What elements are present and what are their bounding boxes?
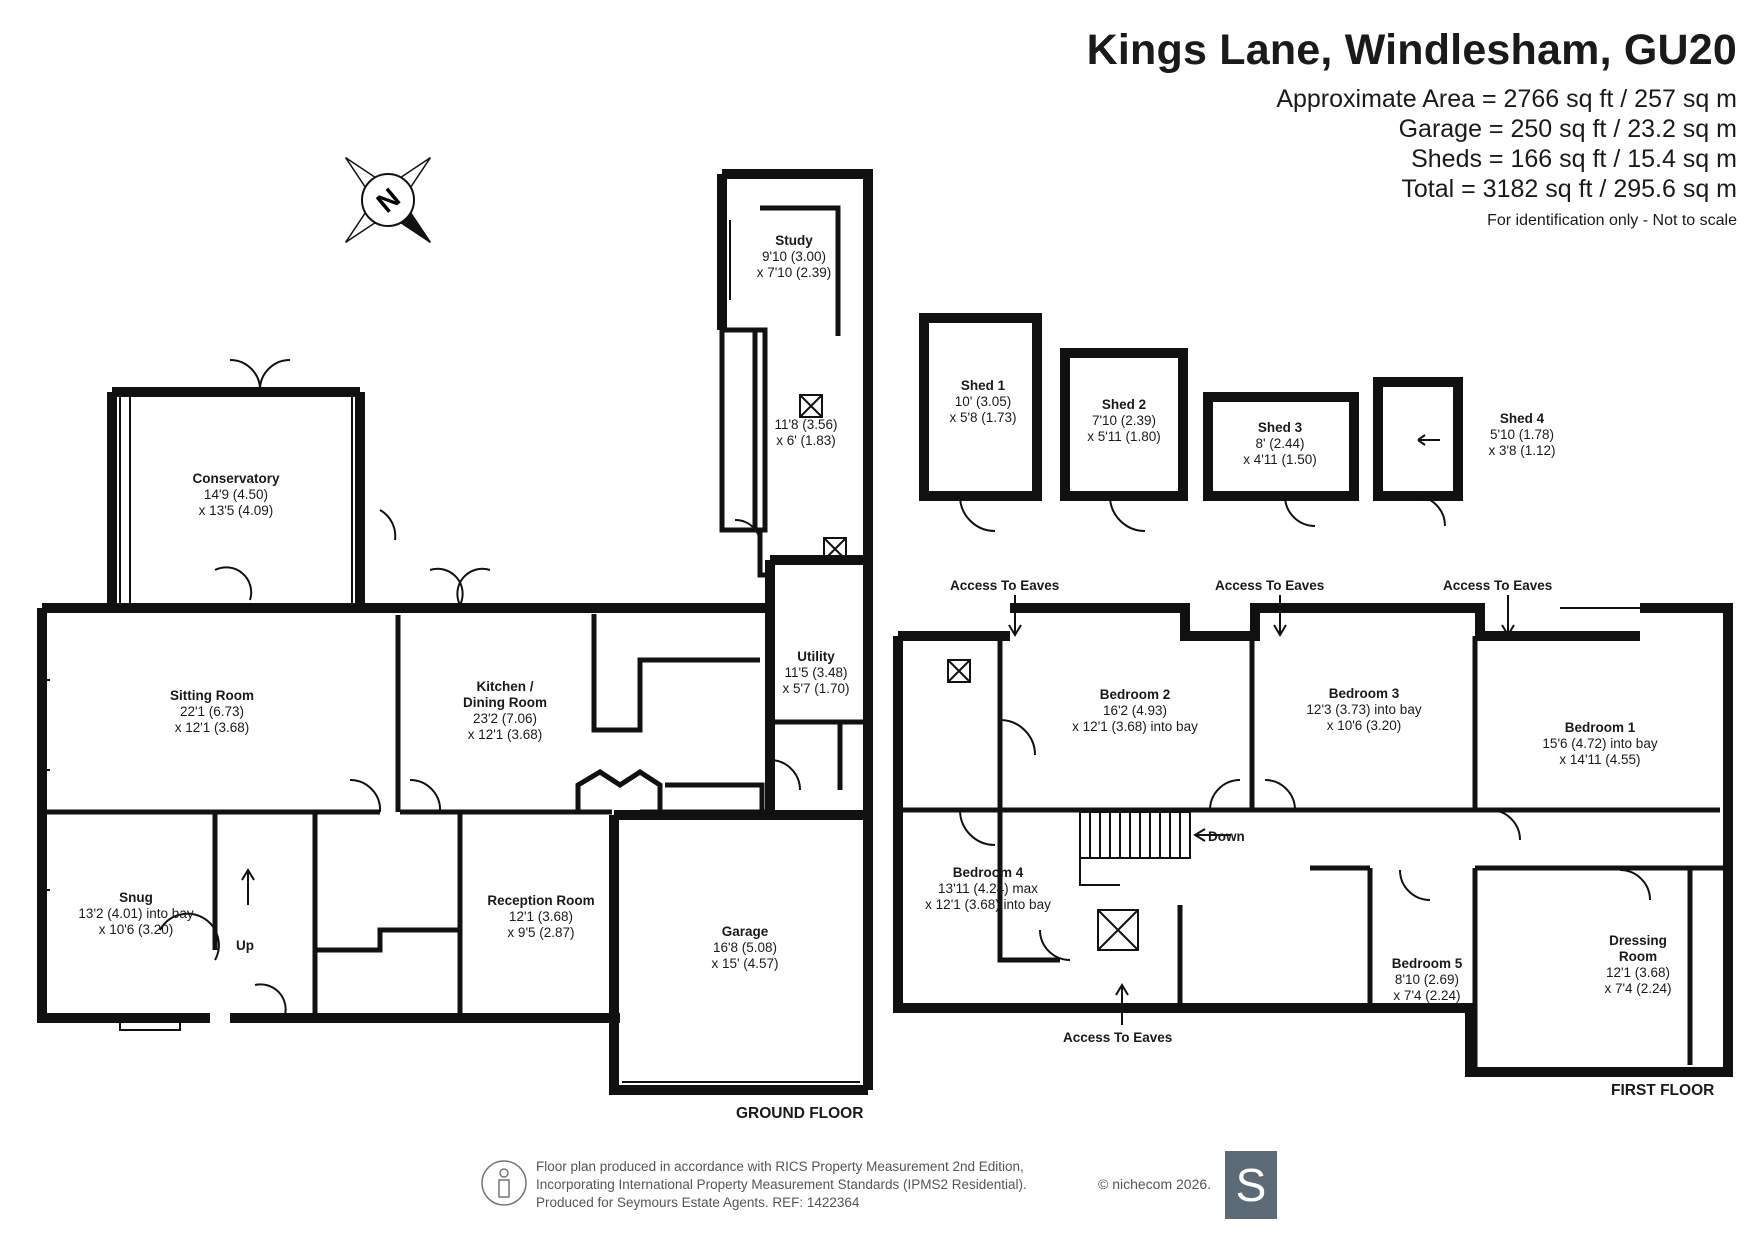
ground-floor-walls [37,169,873,1095]
approximate-area: Approximate Area = 2766 sq ft / 257 sq m [1276,85,1737,113]
copyright-text: © nichecom 2026. [1098,1176,1212,1192]
eaves-access-label-3: Access To Eaves [1443,578,1553,593]
garage-area: Garage = 250 sq ft / 23.2 sq m [1398,115,1737,143]
person-figure-icon [481,1160,527,1206]
room-utility: Utility 11'5 (3.48) x 5'7 (1.70) [782,649,850,696]
identification-note: For identification only - Not to scale [1487,212,1737,229]
sheds-area: Sheds = 166 sq ft / 15.4 sq m [1411,145,1737,173]
room-shed-4: Shed 4 5'10 (1.78) x 3'8 (1.12) [1488,411,1556,458]
eaves-access-label-4: Access To Eaves [1063,1030,1173,1045]
room-bedroom-2: Bedroom 2 16'2 (4.93) x 12'1 (3.68) into… [1072,687,1198,734]
room-store: 11'8 (3.56) x 6' (1.83) [774,417,838,448]
ground-floor-label: GROUND FLOOR [736,1105,864,1122]
room-shed-2: Shed 2 7'10 (2.39) x 5'11 (1.80) [1087,397,1161,444]
property-title: Kings Lane, Windlesham, GU20 [1086,26,1737,74]
room-shed-3: Shed 3 8' (2.44) x 4'11 (1.50) [1243,420,1317,467]
room-kitchen-dining: Kitchen / Dining Room 23'2 (7.06) x 12'1… [463,679,547,742]
stairs-down-label: Down [1208,829,1245,844]
room-bedroom-3: Bedroom 3 12'3 (3.73) into bay x 10'6 (3… [1306,686,1422,733]
room-dressing-room: Dressing Room 12'1 (3.68) x 7'4 (2.24) [1604,933,1672,996]
room-bedroom-1: Bedroom 1 15'6 (4.72) into bay x 14'11 (… [1542,720,1658,767]
room-study: Study 9'10 (3.00) x 7'10 (2.39) [756,233,832,280]
eaves-access-label-2: Access To Eaves [1215,578,1325,593]
eaves-access-label-1: Access To Eaves [950,578,1060,593]
first-floor-walls [893,603,1733,1077]
room-reception: Reception Room 12'1 (3.68) x 9'5 (2.87) [487,893,595,940]
room-bedroom-4: Bedroom 4 13'11 (4.24) max x 12'1 (3.68)… [925,865,1051,912]
first-floor-label: FIRST FLOOR [1611,1082,1715,1099]
room-conservatory: Conservatory 14'9 (4.50) x 13'5 (4.09) [192,471,280,518]
total-area: Total = 3182 sq ft / 295.6 sq m [1401,175,1737,203]
room-sitting-room: Sitting Room 22'1 (6.73) x 12'1 (3.68) [170,688,254,735]
room-snug: Snug 13'2 (4.01) into bay x 10'6 (3.20) [78,890,194,937]
room-garage: Garage 16'8 (5.08) x 15' (4.57) [711,924,779,971]
footer-disclaimer: Floor plan produced in accordance with R… [536,1159,1027,1210]
seymours-logo: S [1225,1151,1277,1219]
compass-icon: N [344,156,432,244]
stairs [1079,811,1191,886]
room-bedroom-5: Bedroom 5 8'10 (2.69) x 7'4 (2.24) [1391,956,1463,1003]
room-shed-1: Shed 1 10' (3.05) x 5'8 (1.73) [949,378,1017,425]
stairs-up-label: Up [236,938,254,953]
